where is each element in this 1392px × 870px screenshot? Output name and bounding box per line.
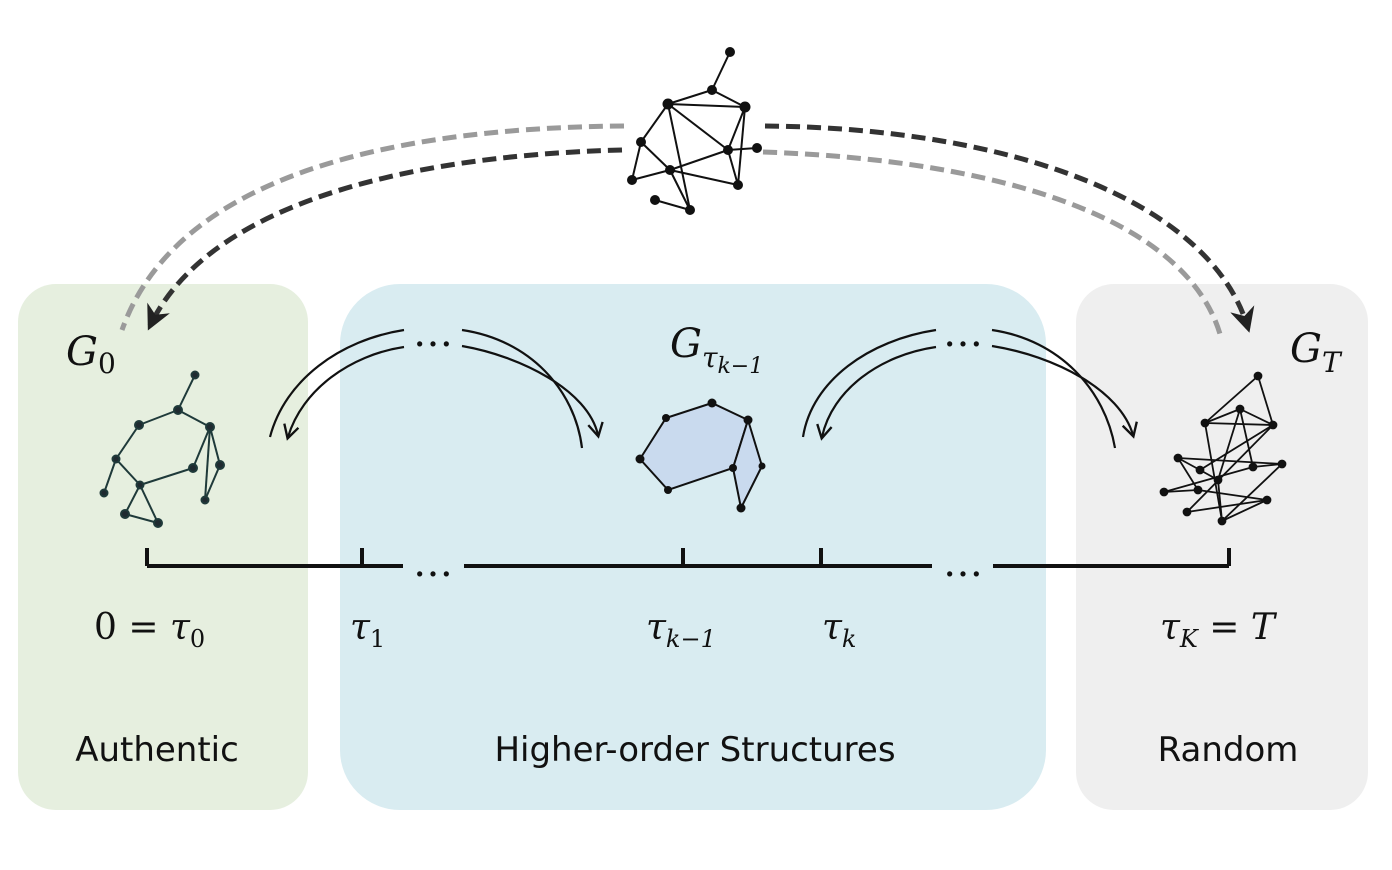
left-curve-to-center-a (461, 328, 584, 449)
dashed-arc-right-dark (764, 123, 1255, 333)
g0-label: G0 (66, 329, 116, 380)
authentic-label: Authentic (75, 730, 239, 770)
random-region (1076, 284, 1368, 810)
ellipsis-left-top: … (413, 310, 453, 356)
dashed-arc-left-dark (147, 147, 623, 331)
left-double-arrows (268, 328, 604, 449)
tick-label-t1: τ1 (350, 607, 385, 653)
right-double-arrows (801, 328, 1138, 449)
tick-label-tk: τk (822, 607, 856, 653)
right-curve-to-random-a (991, 328, 1117, 449)
tick-label-tkm1: τk−1 (646, 607, 716, 653)
ellipsis-right-top: … (943, 310, 983, 356)
gtau-label: Gτk−1 (670, 321, 763, 379)
higher-order-graph (635, 398, 766, 513)
top-dashed-arrows (119, 123, 1255, 335)
dashed-arc-left-light (119, 123, 625, 331)
higher-order-region (340, 284, 1046, 810)
right-curve-outer (801, 328, 937, 438)
timeline-ellipsis-right: … (943, 540, 983, 586)
gt-label: GT (1290, 326, 1343, 379)
timeline (145, 548, 1231, 568)
random-graph (1159, 371, 1287, 526)
higher-order-label: Higher-order Structures (494, 730, 895, 770)
right-curve-to-random-b (991, 344, 1138, 439)
timeline-ellipsis-left: … (413, 540, 453, 586)
tick-label-tK: τK = T (1160, 607, 1278, 653)
authentic-region (18, 284, 308, 810)
left-curve-to-center-b (461, 344, 604, 439)
top-network-graph (627, 47, 762, 215)
dashed-arc-right-light (762, 149, 1223, 335)
authentic-graph (99, 370, 225, 528)
tick-label-t0: 0 = τ0 (94, 607, 205, 653)
left-curve-outer (268, 328, 405, 438)
left-curve-inner (283, 345, 405, 441)
right-curve-inner (816, 345, 937, 441)
random-label: Random (1158, 730, 1299, 770)
